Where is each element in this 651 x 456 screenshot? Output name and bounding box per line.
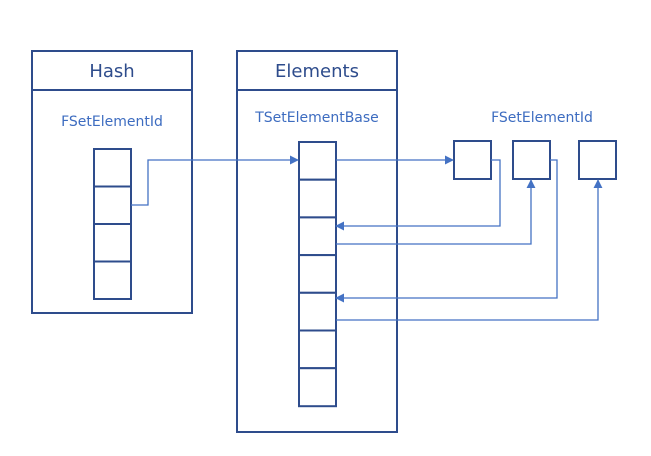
element-cell: [298, 178, 337, 219]
elements-outer-box: [236, 50, 398, 433]
hash-cells: [93, 148, 132, 300]
hash-cell: [93, 185, 132, 225]
id-node: [512, 140, 551, 180]
hash-outer-box: [31, 50, 193, 314]
elements-container: Elements TSetElementBase: [236, 50, 398, 433]
element-cell: [298, 254, 337, 294]
element-cell: [298, 141, 337, 181]
id-node: [453, 140, 492, 180]
hash-type-label: FSetElementId: [61, 114, 163, 130]
element-cell: [298, 216, 337, 257]
element-cell: [298, 367, 337, 408]
arrow-hash-to-element: [131, 155, 299, 206]
arrow-element-to-id-3: [336, 179, 603, 321]
id-nodes: [453, 140, 617, 180]
element-cell: [298, 329, 337, 370]
hash-container: Hash FSetElementId: [31, 50, 193, 314]
id-group-type-label: FSetElementId: [491, 110, 593, 126]
element-cells: [298, 141, 337, 408]
arrows: [131, 155, 603, 321]
id-node: [578, 140, 617, 180]
hash-cell: [93, 223, 132, 263]
arrow-id-2-to-element: [335, 159, 558, 303]
hash-title: Hash: [89, 61, 134, 82]
arrow-id-1-to-element: [335, 159, 501, 231]
elements-type-label: TSetElementBase: [254, 110, 379, 126]
arrow-element-to-id-2: [336, 179, 536, 245]
elements-title: Elements: [275, 61, 359, 82]
hash-cell: [93, 148, 132, 188]
hash-cell: [93, 260, 132, 300]
element-cell: [298, 291, 337, 332]
